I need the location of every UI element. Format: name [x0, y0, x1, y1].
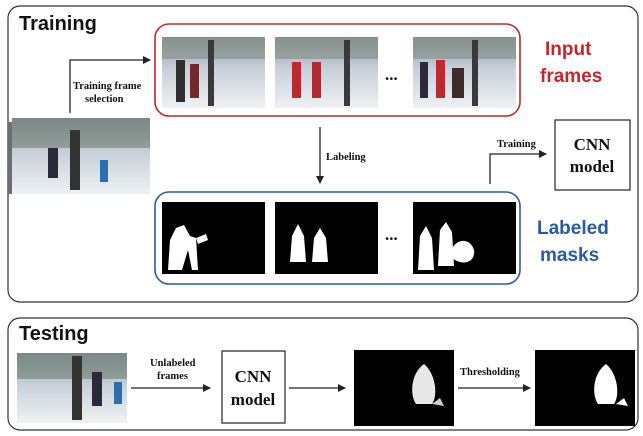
- input-frames-ellipsis: ...: [385, 65, 398, 84]
- labeling-label: Labeling: [326, 152, 366, 163]
- training-cnn-line2: model: [570, 157, 615, 176]
- selection-label-line2: selection: [85, 94, 124, 105]
- test-input-frame: [17, 353, 127, 423]
- input-frame-2: [275, 37, 378, 108]
- selection-arrow: [69, 56, 151, 113]
- source-video-frame: [8, 118, 150, 194]
- probability-map: [354, 350, 454, 426]
- training-label: Training: [497, 139, 537, 150]
- training-cnn-line1: CNN: [574, 135, 612, 154]
- testing-panel: Testing Unlabeled frames CNN model Thres…: [7, 317, 639, 431]
- testing-cnn-line2: model: [231, 390, 276, 409]
- labeled-mask-2: [275, 202, 378, 274]
- testing-title: Testing: [19, 323, 89, 345]
- thresholding-label: Thresholding: [460, 367, 521, 378]
- testing-cnn-model-box: CNN model: [221, 350, 286, 424]
- selection-label-line1: Training frame: [73, 81, 142, 92]
- unlabeled-label-line1: Unlabeled: [150, 358, 196, 369]
- labeled-masks-label-line2: masks: [540, 245, 599, 266]
- input-frame-3: [413, 37, 516, 108]
- input-frames-box: [154, 23, 521, 117]
- labeled-masks-box: [154, 191, 521, 285]
- labeled-mask-1: [162, 202, 265, 274]
- labeled-masks-ellipsis: ...: [385, 225, 398, 244]
- labeled-masks-label-line1: Labeled: [537, 218, 609, 239]
- training-arrow: [489, 150, 547, 184]
- unlabeled-label-line2: frames: [157, 371, 188, 382]
- testing-cnn-line1: CNN: [235, 367, 273, 386]
- testing-panel-frame: [7, 317, 639, 431]
- training-panel: Training Training frame selection: [7, 5, 639, 303]
- labeled-mask-3: [413, 202, 516, 274]
- thresholded-mask: [535, 350, 635, 426]
- input-frame-1: [162, 37, 265, 108]
- input-frames-label-line1: Input: [545, 39, 592, 60]
- input-frames-label-line2: frames: [540, 66, 602, 87]
- training-title: Training: [19, 13, 97, 35]
- training-cnn-model-box: CNN model: [554, 119, 631, 191]
